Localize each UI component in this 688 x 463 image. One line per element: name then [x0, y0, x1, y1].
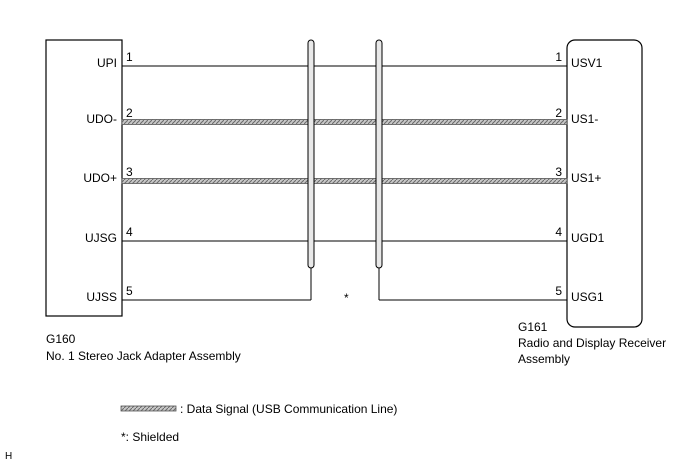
right-pin-number-1: 1 — [555, 50, 562, 64]
left-pin-label-3: UDO+ — [83, 171, 117, 185]
right-connector-name-line2: Assembly — [518, 352, 570, 366]
right-connector-code: G161 — [518, 320, 548, 334]
right-pin-label-5: USG1 — [571, 290, 604, 304]
left-pin-number-4: 4 — [126, 225, 133, 239]
left-connector-code: G160 — [46, 332, 76, 346]
left-connector-name: No. 1 Stereo Jack Adapter Assembly — [46, 349, 241, 363]
legend-signal-swatch — [120, 405, 177, 412]
right-pin-label-1: USV1 — [571, 56, 603, 70]
corner-mark: H — [5, 451, 12, 462]
left-connector-box — [45, 39, 123, 317]
left-pin-label-1: UPI — [97, 56, 117, 70]
left-pin-label-5: UJSS — [86, 290, 117, 304]
shield-mark: * — [344, 291, 349, 305]
right-pin-number-5: 5 — [555, 284, 562, 298]
left-pin-number-2: 2 — [126, 106, 133, 120]
right-pin-label-4: UGD1 — [571, 231, 605, 245]
right-pin-label-3: US1+ — [571, 171, 601, 185]
right-connector-name-line1: Radio and Display Receiver — [518, 336, 666, 350]
legend-signal-text: : Data Signal (USB Communication Line) — [180, 402, 397, 416]
right-pin-number-4: 4 — [555, 225, 562, 239]
wires-group — [121, 65, 568, 301]
wire-2-signal — [121, 119, 568, 125]
right-pin-label-2: US1- — [571, 112, 598, 126]
wire-3-signal — [121, 178, 568, 184]
legend-shield-text: *: Shielded — [121, 430, 179, 444]
left-pin-number-5: 5 — [126, 284, 133, 298]
shield-tube-left — [307, 39, 315, 269]
left-pin-number-1: 1 — [126, 50, 133, 64]
left-pin-number-3: 3 — [126, 165, 133, 179]
shield-tube-right — [375, 39, 383, 269]
left-pin-label-4: UJSG — [85, 231, 117, 245]
right-pin-number-3: 3 — [555, 165, 562, 179]
right-pin-number-2: 2 — [555, 106, 562, 120]
left-pin-label-2: UDO- — [86, 112, 117, 126]
